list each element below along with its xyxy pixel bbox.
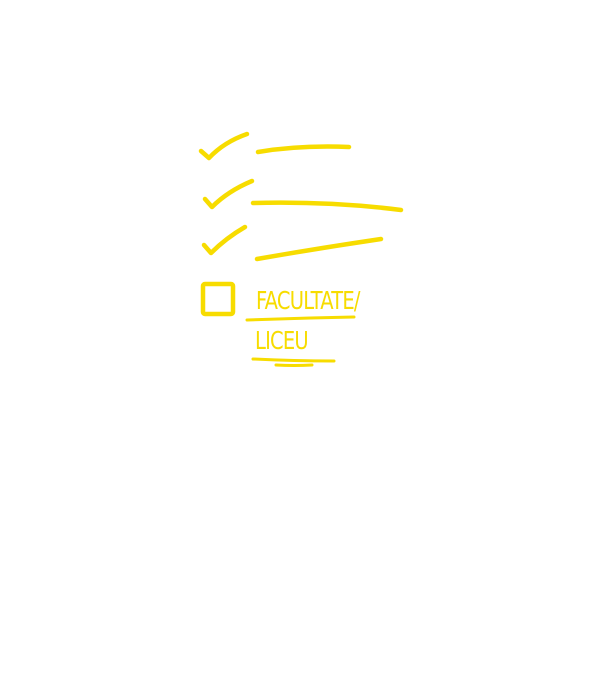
checkmark-icon: [201, 224, 248, 256]
placeholder-line: [250, 200, 404, 213]
text-underline: [274, 363, 314, 367]
checkmark-icon: [198, 131, 250, 161]
placeholder-line: [254, 236, 384, 262]
text-underline: [251, 357, 336, 363]
placeholder-line: [255, 144, 352, 155]
item-label-line-2: LICEU: [255, 326, 309, 355]
checkmark-icon: [202, 178, 255, 210]
item-label-line-1: FACULTATE/: [256, 286, 360, 315]
text-underline: [245, 315, 356, 322]
empty-checkbox-icon: [200, 281, 236, 317]
